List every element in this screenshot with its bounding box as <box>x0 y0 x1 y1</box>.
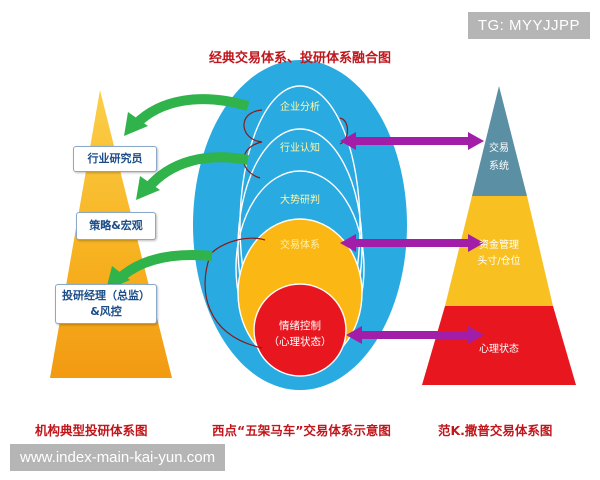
watermark-url: www.index-main-kai-yun.com <box>10 444 226 471</box>
box-manager-label-1: 投研经理（总监） <box>62 289 150 302</box>
connector-brace-upper <box>339 117 349 145</box>
box-manager: 投研经理（总监） &风控 <box>55 284 157 324</box>
caption-left: 机构典型投研体系图 <box>35 423 148 438</box>
double-arrow-icon <box>346 326 484 344</box>
circle-emotion <box>253 283 347 377</box>
caption-right: 范K.撒普交易体系图 <box>438 423 553 438</box>
curved-arrow-icon <box>136 152 249 200</box>
watermark-tg: TG: MYYJJPP <box>467 12 590 39</box>
connector-line-long <box>204 255 263 349</box>
double-arrow-icon <box>340 132 484 150</box>
right-pyramid-top <box>472 86 527 196</box>
right-top-label-2: 系统 <box>489 161 509 172</box>
double-arrow-icon <box>340 234 484 252</box>
right-middle-label-1: 资金管理 <box>479 240 519 251</box>
label-emotion-1: 情绪控制 <box>279 320 321 332</box>
box-analyst: 行业研究员 <box>73 146 157 172</box>
diagram-title: 经典交易体系、投研体系融合图 <box>208 51 391 66</box>
connector-brace-top <box>243 109 263 179</box>
label-industry: 行业认知 <box>280 143 320 154</box>
box-strategy-label: 策略&宏观 <box>89 219 143 232</box>
right-pyramid-bottom <box>422 306 576 385</box>
box-strategy: 策略&宏观 <box>76 212 156 240</box>
label-trading-system: 交易体系 <box>280 240 320 251</box>
box-analyst-label: 行业研究员 <box>87 152 143 165</box>
right-middle-label-2: 头寸/仓位 <box>477 256 521 267</box>
caption-center: 西点“五架马车”交易体系示意图 <box>212 423 391 438</box>
right-bottom-label: 心理状态 <box>479 344 519 355</box>
label-enterprise: 企业分析 <box>280 102 320 113</box>
curved-arrow-icon <box>124 94 250 136</box>
right-pyramid-middle <box>445 196 553 306</box>
right-top-label-1: 交易 <box>489 143 509 154</box>
label-emotion-2: （心理状态） <box>268 336 332 348</box>
box-manager-label-2: &风控 <box>90 305 122 318</box>
label-macro: 大势研判 <box>280 195 320 206</box>
